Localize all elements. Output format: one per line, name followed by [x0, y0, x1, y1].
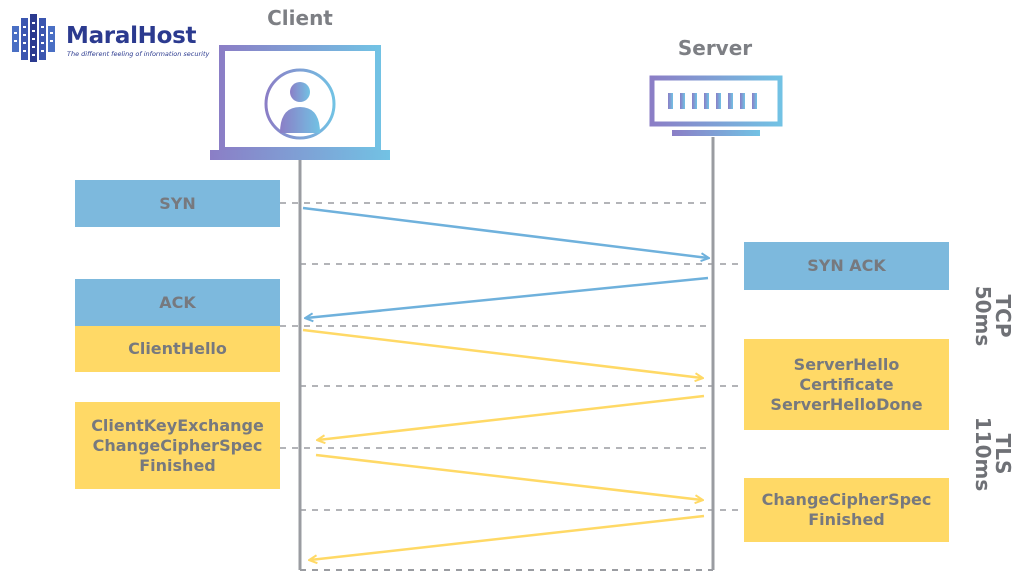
message-line: ClientKeyExchange	[91, 415, 264, 435]
message-line: Finished	[808, 510, 885, 529]
message-line: ChangeCipherSpec	[761, 490, 932, 509]
server-icon	[649, 75, 783, 136]
server-label: Server	[677, 36, 753, 60]
message-line: Certificate	[799, 374, 894, 394]
message-line: Finished	[139, 455, 216, 475]
message-line: SYN ACK	[807, 256, 886, 275]
message-line: ClientHello	[128, 339, 227, 358]
message-line: SYN	[159, 193, 196, 213]
logo: MaralHost The different feeling of infor…	[10, 10, 220, 66]
client-label: Client	[267, 6, 333, 30]
message-line: ServerHello	[793, 354, 900, 374]
phase-tcp-time: 50ms	[971, 285, 995, 347]
phase-tcp: TCP 50ms	[969, 281, 1015, 351]
arrow-syn-ack	[306, 276, 709, 318]
message-line: ServerHelloDone	[770, 394, 923, 414]
message-ack: ACK	[75, 279, 280, 326]
arrow-server-hello	[318, 394, 705, 440]
message-syn: SYN	[75, 180, 280, 227]
logo-mark-icon	[12, 14, 55, 62]
logo-name: MaralHost	[66, 23, 197, 49]
phase-tls-name: TLS	[991, 433, 1015, 475]
phase-tls: TLS 110ms	[969, 415, 1015, 493]
message-line: ChangeCipherSpec	[92, 435, 263, 455]
laptop-user-icon	[210, 45, 390, 160]
message-server-hello: ServerHello Certificate ServerHelloDone	[744, 339, 949, 430]
arrow-server-finished	[310, 514, 705, 560]
phase-tls-time: 110ms	[971, 416, 995, 492]
phase-tcp-name: TCP	[991, 294, 1015, 338]
message-syn-ack: SYN ACK	[744, 242, 949, 290]
message-client-hello: ClientHello	[75, 326, 280, 372]
logo-tagline: The different feeling of information sec…	[67, 50, 210, 58]
arrow-syn	[302, 206, 708, 258]
arrow-client-key-exchange	[315, 453, 702, 500]
dashed-separators	[280, 202, 744, 511]
arrow-client-hello	[302, 328, 702, 378]
message-client-key-exchange: ClientKeyExchange ChangeCipherSpec Finis…	[75, 402, 280, 489]
message-line: ACK	[159, 292, 196, 312]
message-server-finished: ChangeCipherSpec Finished	[744, 478, 949, 542]
